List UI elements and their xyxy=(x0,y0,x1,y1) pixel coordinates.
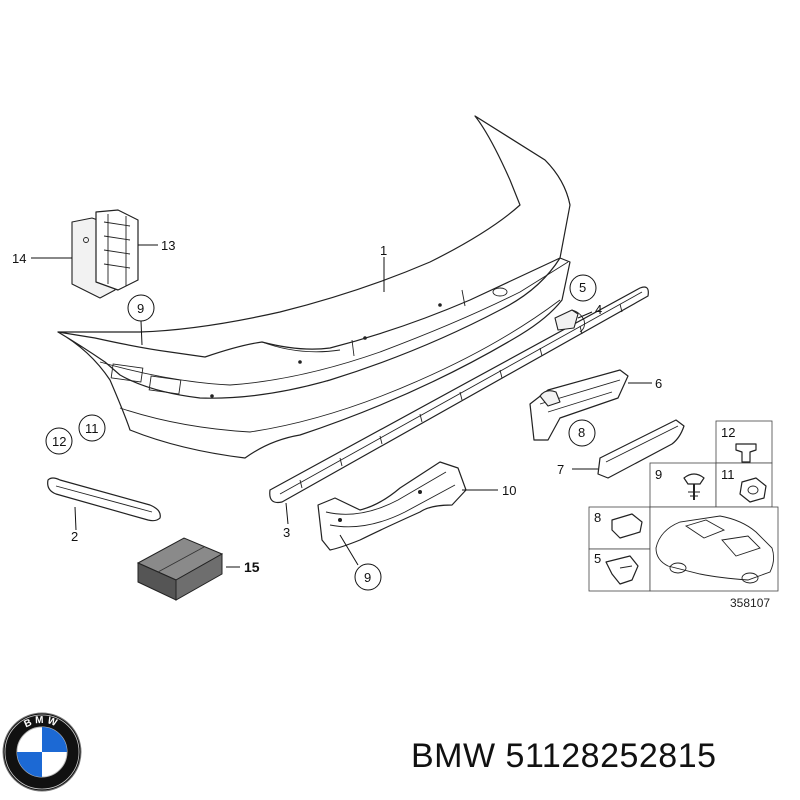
legend-label-5: 5 xyxy=(594,551,601,566)
legend-label-12: 12 xyxy=(721,425,735,440)
legend-label-8: 8 xyxy=(594,510,601,525)
callout-circles xyxy=(45,274,597,591)
bmw-logo-icon: BMW xyxy=(2,712,82,792)
callout-9-upper: 9 xyxy=(137,301,144,316)
svg-text:BMW: BMW xyxy=(23,715,62,730)
part-number: 51128252815 xyxy=(505,737,717,775)
callout-1: 1 xyxy=(380,243,387,258)
diagram-number: 358107 xyxy=(730,596,770,610)
side-bracket-part xyxy=(529,369,629,441)
callout-2: 2 xyxy=(71,529,78,544)
trim-strip-part xyxy=(47,477,161,522)
callout-7: 7 xyxy=(557,462,564,477)
box-part xyxy=(136,537,224,601)
callout-10: 10 xyxy=(502,483,516,498)
clip-part xyxy=(554,309,585,333)
leader-lines xyxy=(31,244,652,568)
callout-12: 12 xyxy=(52,434,66,449)
bumper-cover-part xyxy=(57,115,571,459)
callout-11: 11 xyxy=(85,421,99,436)
callout-5: 5 xyxy=(579,280,586,295)
legend-grid xyxy=(588,420,779,592)
callout-15: 15 xyxy=(244,559,260,575)
callout-14: 14 xyxy=(12,251,26,266)
brand-name: BMW xyxy=(411,737,496,775)
legend-label-9: 9 xyxy=(655,467,662,482)
callout-6: 6 xyxy=(655,376,662,391)
callout-3: 3 xyxy=(283,525,290,540)
bracket-block-part xyxy=(71,209,139,299)
footer-part-caption: BMW 51128252815 xyxy=(411,737,717,776)
reflector-part xyxy=(597,419,685,479)
lower-carrier-part xyxy=(317,461,467,551)
callout-8: 8 xyxy=(578,425,585,440)
callout-13: 13 xyxy=(161,238,175,253)
legend-label-11: 11 xyxy=(721,467,735,482)
callout-9-lower: 9 xyxy=(364,570,371,585)
bottom-strip-part xyxy=(269,286,649,504)
callout-4: 4 xyxy=(595,302,602,317)
